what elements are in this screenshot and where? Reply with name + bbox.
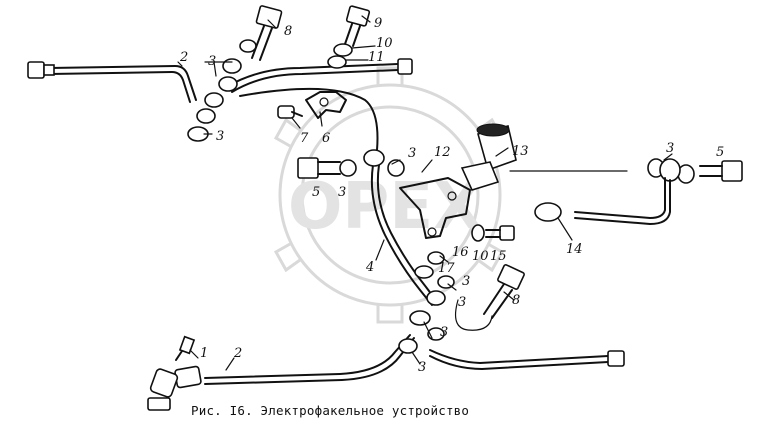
solenoid-valve-13 <box>460 123 517 191</box>
watermark-gear <box>273 66 505 324</box>
hose-loop <box>455 299 493 331</box>
label-6: 6 <box>322 131 330 146</box>
bolt-8-right <box>483 264 525 319</box>
glow-plug-1 <box>147 335 202 411</box>
figure-caption: Рис. I6. Электрофакельное устройство <box>191 403 470 418</box>
label-4: 4 <box>365 260 374 275</box>
label-5-right: 5 <box>716 145 724 160</box>
label-15: 15 <box>490 249 507 264</box>
label-16: 16 <box>452 245 469 260</box>
label-3-b: 3 <box>216 129 224 144</box>
label-3-d: 3 <box>408 146 416 161</box>
label-2-bottom: 2 <box>233 346 242 361</box>
label-3-i: 3 <box>418 360 426 375</box>
label-9: 9 <box>374 16 382 31</box>
label-8-right: 8 <box>512 293 520 308</box>
label-3-c: 3 <box>338 185 346 200</box>
bracket-6 <box>305 91 347 119</box>
label-3-e: 3 <box>666 141 674 156</box>
watermark-text: OPEX <box>288 170 482 244</box>
pipe-2-top <box>27 61 197 103</box>
bolt-8-top <box>251 5 283 61</box>
banjo-pipe-14 <box>534 158 681 225</box>
label-10-top: 10 <box>376 36 393 51</box>
bracket-12 <box>399 177 471 239</box>
label-11: 11 <box>368 50 385 65</box>
label-3-a: 3 <box>208 54 216 69</box>
label-14: 14 <box>566 242 583 257</box>
label-8-top: 8 <box>284 24 292 39</box>
label-3-h: 3 <box>440 325 448 340</box>
leader-lines <box>177 15 673 371</box>
label-7: 7 <box>300 131 309 146</box>
label-1: 1 <box>200 346 208 361</box>
washers <box>187 39 695 354</box>
pin-7 <box>277 105 303 119</box>
label-3-g: 3 <box>458 295 466 310</box>
label-12: 12 <box>434 145 451 160</box>
label-17: 17 <box>438 261 455 276</box>
label-13: 13 <box>512 144 529 159</box>
bolt-5-right <box>699 160 743 182</box>
label-5-center: 5 <box>312 185 320 200</box>
label-10-lower: 10 <box>472 249 489 264</box>
label-3-f: 3 <box>462 274 470 289</box>
bolt-9 <box>344 5 371 47</box>
label-2-top: 2 <box>179 50 188 65</box>
part-number-labels: 1 2 2 3 3 3 3 3 3 3 3 3 4 5 5 6 7 8 8 9 … <box>179 16 724 375</box>
bolt-5-center <box>297 157 341 179</box>
bolt-15 <box>485 225 515 241</box>
pipe-2-bottom <box>204 334 625 385</box>
